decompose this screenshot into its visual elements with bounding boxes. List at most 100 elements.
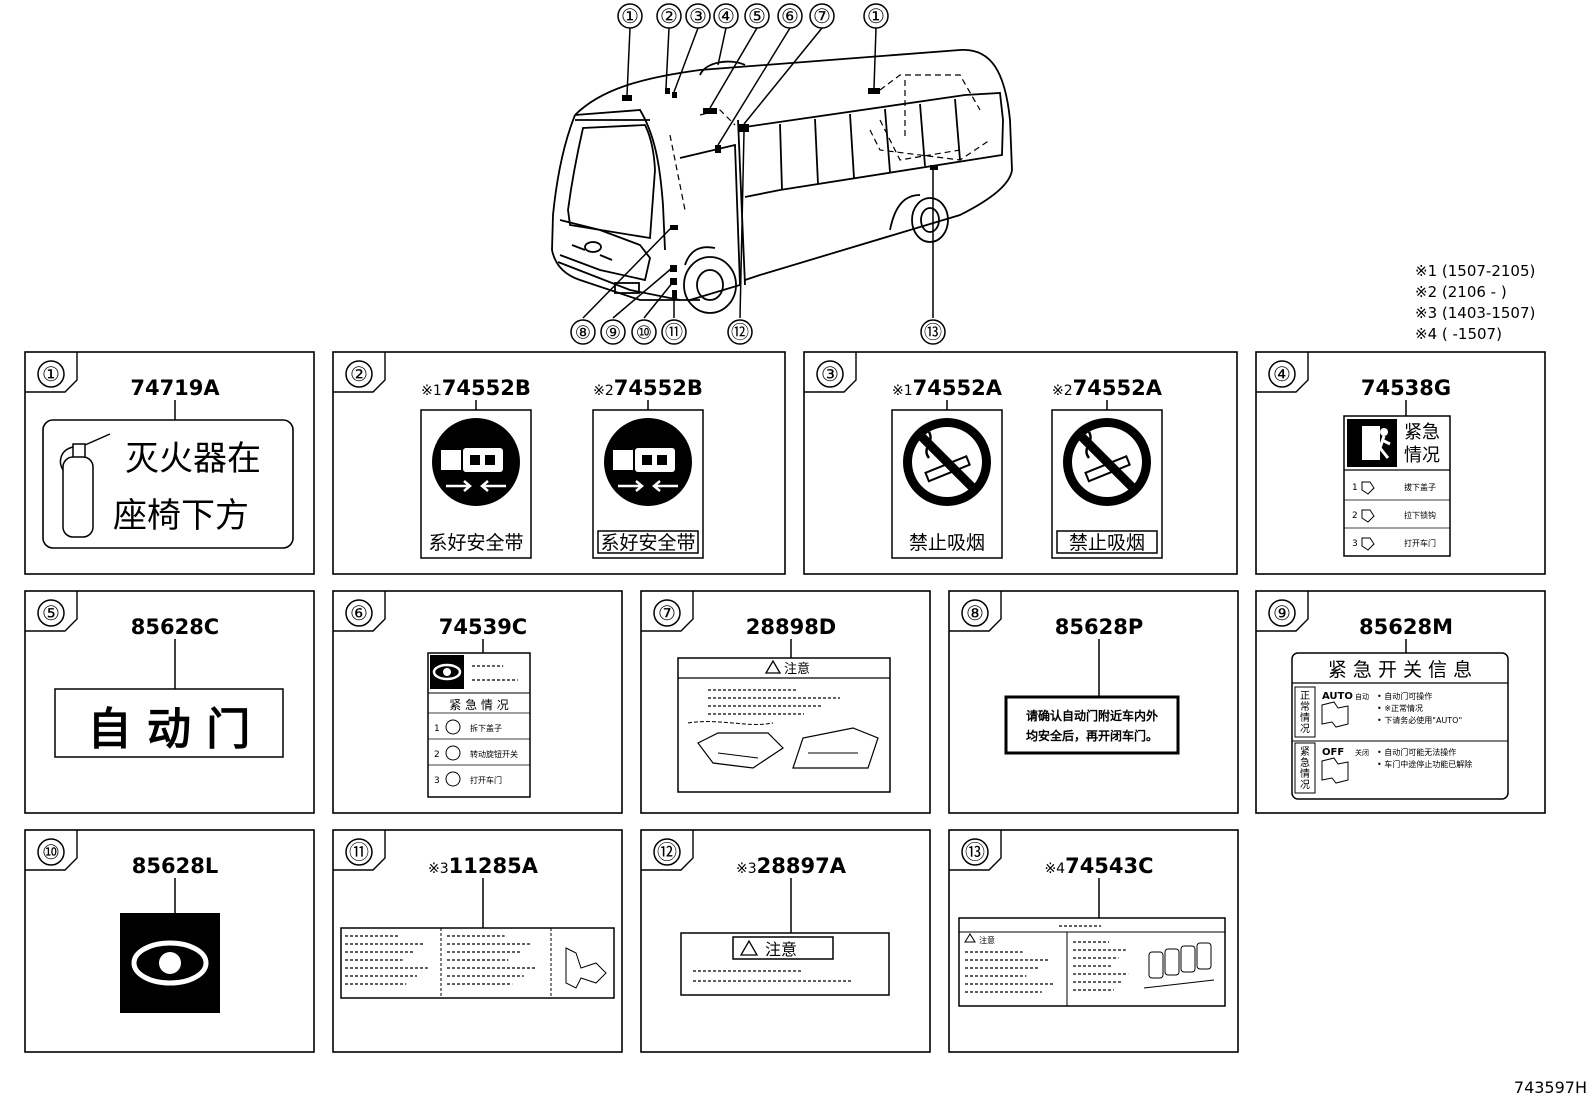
buckle-slot-1 (642, 455, 652, 465)
part-code: 74552B (614, 376, 703, 400)
callout-9: ⑨ (600, 319, 626, 345)
callout-circle (961, 838, 989, 866)
callout-number: ⑪ (349, 840, 369, 864)
callout-number: ⑧ (966, 601, 984, 625)
callout-circle (345, 599, 373, 627)
callout-circle (631, 319, 657, 345)
prohibit-slash (917, 432, 977, 492)
panel-number: ① (37, 360, 65, 388)
part-note-ref: ※4 (1044, 861, 1065, 877)
switch-info-line: • 自动门可操作 (1377, 691, 1432, 701)
part-number: 85628P (1055, 615, 1143, 639)
caution-title-box (732, 936, 834, 960)
buckle-slot-2 (657, 455, 667, 465)
extinguisher-label (42, 419, 294, 549)
callout-5: ⑤ (744, 3, 770, 29)
belt-arrows (446, 480, 506, 492)
side-tab-char: 紧 (1300, 746, 1310, 758)
panels: ①74719A灭火器在座椅下方②※174552B系好安全带※274552B系好安… (24, 351, 1546, 1053)
side-tab-char: 况 (1300, 779, 1310, 791)
part-number: ※174552A (892, 376, 1003, 400)
door-notice-line-2: 均安全后，再开闭车门。 (1026, 728, 1158, 743)
diagram-id: 743597H (1514, 1078, 1587, 1097)
callout-circle (617, 3, 643, 29)
panel-tab (25, 830, 78, 871)
door-notice-line-1: 请确认自动门附近车内外 (1026, 708, 1158, 723)
panel-tab (949, 591, 1002, 632)
step-icon (445, 771, 461, 787)
mode-note: 关闭 (1355, 748, 1369, 757)
panel-number: ③ (816, 360, 844, 388)
callout-number: ③ (821, 362, 839, 386)
step-text: 转动旋钮开关 (470, 749, 518, 759)
step-number: 2 (434, 750, 440, 760)
part-note-ref: ※2 (1052, 383, 1073, 399)
exit-person-head (1380, 428, 1388, 436)
seat-icon (1180, 945, 1196, 973)
callout-circle (816, 360, 844, 388)
caution-fine-print (708, 689, 840, 715)
callout-number: ⑧ (575, 322, 591, 343)
panel-number: ⑫ (653, 838, 681, 866)
step-icon (1361, 509, 1375, 523)
step-icon (445, 745, 461, 761)
side-tab-char: 情 (1300, 711, 1310, 724)
part-code: 74552A (913, 376, 1003, 400)
sign-caption: 禁止吸烟 (909, 532, 985, 554)
eye-pupil (443, 668, 451, 676)
caution-label-2 (680, 932, 890, 996)
part-code: 74543C (1065, 854, 1153, 878)
callout-circle (661, 319, 687, 345)
bus-illustration (551, 49, 1013, 314)
callout-circle (685, 3, 711, 29)
panel-tab (333, 352, 386, 393)
callout-number: ⑨ (605, 322, 621, 343)
part-number: ※274552B (593, 376, 703, 400)
prohibit-slash (1077, 432, 1137, 492)
diagram-sketch-1 (697, 732, 784, 769)
callout-number: ⑤ (42, 601, 60, 625)
callout-number: ⑦ (658, 601, 676, 625)
callout-3: ③ (685, 3, 711, 29)
panel-tab (804, 352, 857, 393)
part-number: ※474543C (1044, 854, 1153, 878)
part-note-ref: ※1 (421, 383, 442, 399)
callout-circle (1268, 599, 1296, 627)
sign-caption: 系好安全带 (428, 532, 523, 554)
part-code: 74552B (442, 376, 531, 400)
part-number: ※274552A (1052, 376, 1163, 400)
part-number: 74719A (130, 376, 220, 400)
switch-info-title: 紧 急 开 关 信 息 (1328, 659, 1472, 681)
part-number: 85628L (132, 854, 218, 878)
part-number: 28898D (746, 615, 837, 639)
extinguisher-text-1: 灭火器在 (125, 439, 261, 479)
belt-left (613, 450, 633, 470)
part-number: 85628M (1359, 615, 1453, 639)
callout-number: ⑩ (42, 840, 60, 864)
part-code: 74552A (1073, 376, 1163, 400)
callout-circle (656, 3, 682, 29)
part-number: 74539C (439, 615, 527, 639)
callout-circle (653, 838, 681, 866)
step-number: 1 (1352, 483, 1358, 493)
extinguisher-text-2: 座椅下方 (113, 496, 249, 536)
step-text: 打开车门 (1404, 538, 1436, 548)
instruction-fine-print-1 (345, 935, 428, 985)
emergency-title: 紧 急 情 况 (449, 697, 508, 712)
panel-number: ⑬ (961, 838, 989, 866)
callout-number: ② (350, 362, 368, 386)
panel-number: ④ (1268, 360, 1296, 388)
callout-10: ⑩ (631, 319, 657, 345)
exit-person (1372, 435, 1391, 459)
step-number: 3 (434, 776, 440, 786)
sign-caption: 系好安全带 (600, 532, 695, 554)
callout-number: ⑥ (781, 4, 799, 28)
